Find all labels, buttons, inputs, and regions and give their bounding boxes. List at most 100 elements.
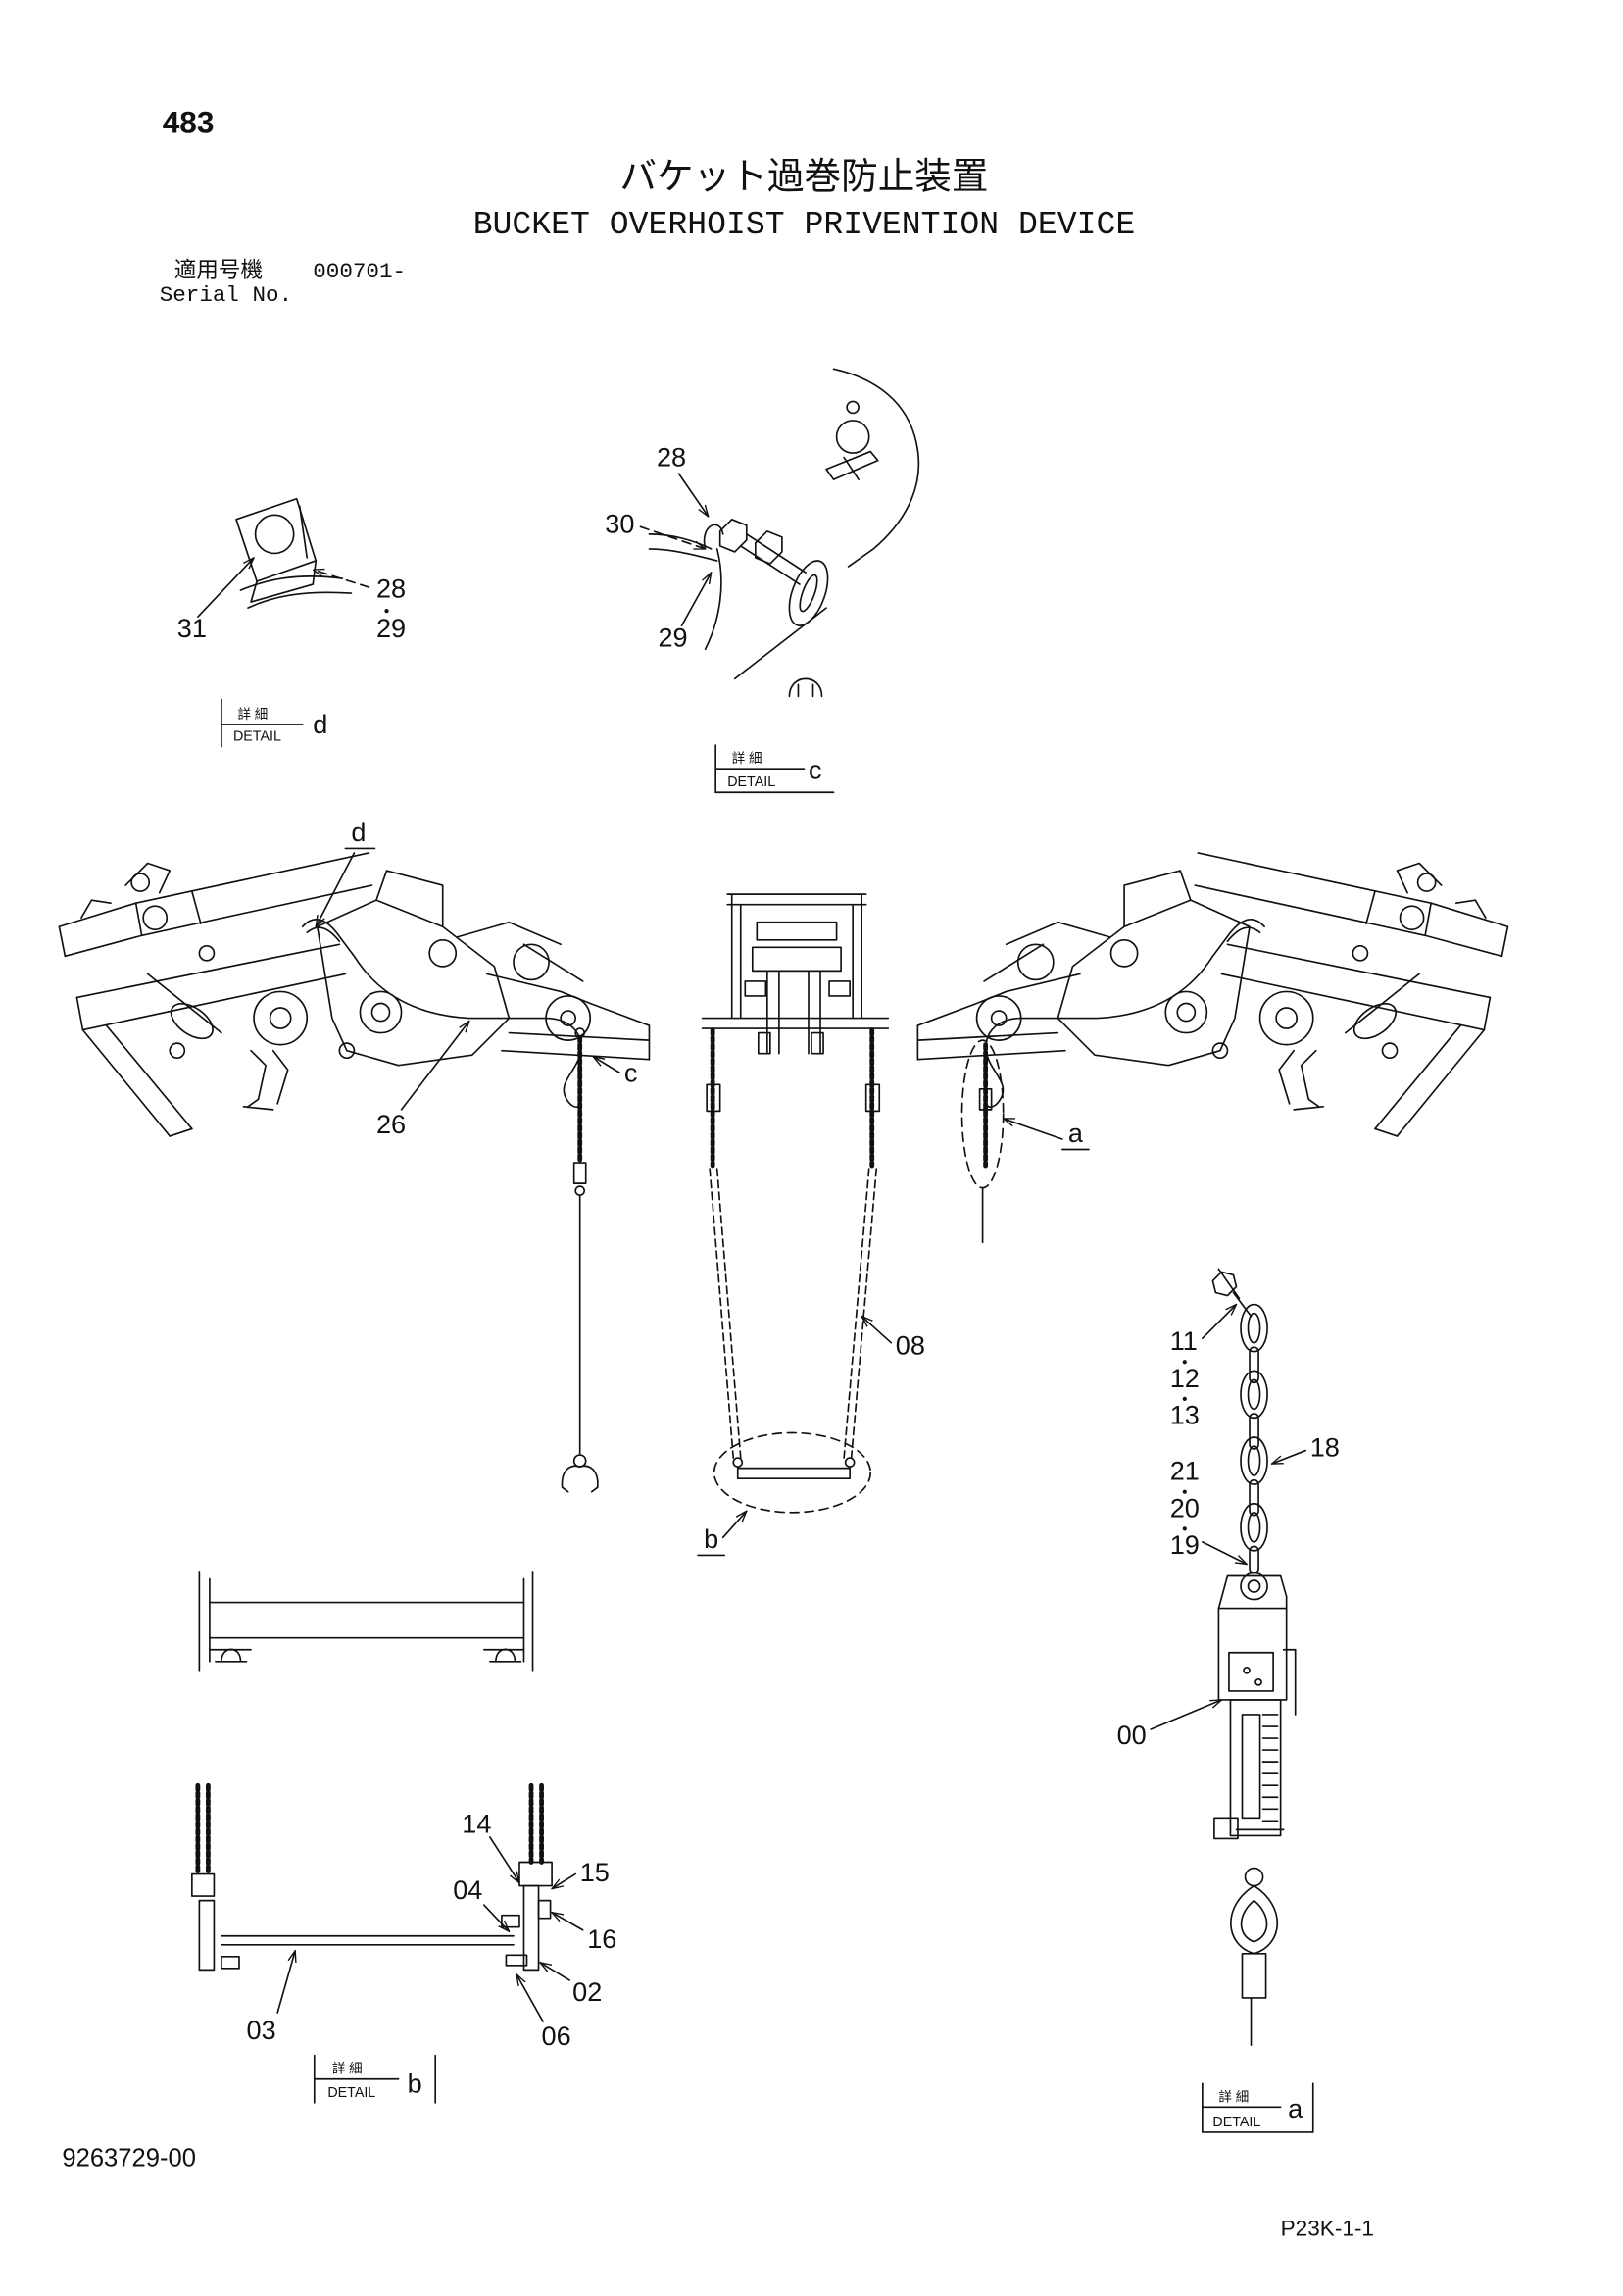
detail-b-leaders: [276, 1836, 584, 2022]
detail-d-drawing-stroke: [239, 575, 344, 591]
detail-a-drawing-stroke: [1247, 1378, 1261, 1411]
left-boom-drawing-stroke: [269, 1007, 292, 1029]
callout-08: 08: [896, 1330, 925, 1361]
detail-b-drawing-stroke: [191, 1872, 216, 1897]
serial-label-japanese: 適用号機: [174, 258, 263, 284]
detail-b-heading-en: DETAIL: [327, 2085, 375, 2101]
callout-03: 03: [247, 2015, 276, 2045]
left-boom-drawing-stroke: [359, 990, 403, 1034]
detail-c-drawing-stroke: [739, 545, 801, 585]
detail-c-drawing: [648, 368, 920, 698]
detail-a-leaders-stroke: [1182, 1526, 1187, 1531]
main-view-leaders-stroke: [400, 1022, 469, 1111]
detail-d-drawing: [235, 497, 353, 609]
detail-a-drawing-stroke: [1230, 1884, 1278, 1955]
left-boom-drawing-stroke: [81, 1028, 172, 1137]
detail-c-drawing-stroke: [648, 533, 713, 550]
callout-04: 04: [453, 1874, 482, 1905]
detail-a-drawing-stroke: [1228, 1651, 1274, 1692]
left-boom-drawing-stroke: [501, 1049, 651, 1061]
left-pendant-wire-and-hook-stroke: [572, 1162, 587, 1184]
detail-c-drawing-stroke: [704, 548, 722, 651]
detail-b-drawing-stroke: [221, 1955, 240, 1970]
lifting-frame-drawing-stroke: [713, 1431, 872, 1514]
detail-a-drawing-stroke: [1247, 1445, 1261, 1476]
callout-29: 29: [658, 622, 687, 652]
main-view-leaders-stroke: [1004, 1118, 1063, 1140]
detail-b-drawing-stroke: [505, 1954, 528, 1967]
detail-a-drawing-stroke: [1241, 1952, 1267, 1999]
detail-a-heading-ja: 詳 細: [1218, 2089, 1249, 2104]
detail-c-drawing-stroke: [825, 450, 879, 480]
callout-28: 28: [657, 442, 686, 473]
detail-a-tag: 詳 細 DETAIL a: [1202, 2082, 1314, 2133]
lifting-frame-drawing-stroke: [864, 1083, 881, 1113]
page-code: P23K-1-1: [1281, 2216, 1374, 2240]
callout-31: 31: [177, 613, 207, 643]
detail-c-drawing-stroke: [835, 420, 870, 454]
detail-b-letter: b: [408, 2068, 422, 2098]
left-boom-drawing-stroke: [169, 1127, 193, 1137]
spreader-bar-front-view-stroke: [221, 1648, 242, 1663]
callout-30: 30: [605, 508, 634, 538]
left-boom-drawing-stroke: [316, 899, 511, 1067]
right-pendant: [960, 1039, 1005, 1244]
right-boom-drawing: [916, 852, 1509, 1137]
detail-a-drawing-stroke: [1240, 1899, 1268, 1943]
lifting-frame-drawing-stroke: [844, 1457, 856, 1468]
detail-a-drawing-stroke: [1243, 1666, 1251, 1674]
lifting-frame-drawing-stroke: [850, 1168, 878, 1459]
left-boom-drawing: [58, 852, 651, 1137]
detail-b-heading-ja: 詳 細: [332, 2062, 363, 2076]
detail-c-drawing-stroke: [846, 400, 860, 415]
page-header: 483 バケット過巻防止装置 BUCKET OVERHOIST PRIVENTI…: [160, 104, 1136, 308]
detail-b-callouts: 14 15 04 16 02 03 06: [247, 1808, 617, 2051]
left-pendant-wire-and-hook-stroke: [572, 1454, 587, 1468]
left-boom-drawing-stroke: [338, 1042, 356, 1060]
lifting-frame-drawing-stroke: [828, 980, 851, 997]
serial-label-english: Serial No.: [160, 282, 292, 308]
detail-b-leaders-stroke: [489, 1836, 519, 1883]
lifting-frame-drawing-stroke: [756, 921, 838, 941]
detail-a-letter: a: [1288, 2093, 1303, 2123]
left-boom-drawing-stroke: [513, 943, 550, 981]
main-view-leaders-stroke: [721, 1511, 747, 1539]
detail-d-leaders-stroke: [197, 558, 254, 618]
detail-c-drawing-stroke: [788, 560, 829, 626]
detail-ref-b: b: [704, 1523, 718, 1554]
callout-18: 18: [1310, 1432, 1340, 1463]
detail-d-drawing-stroke: [247, 591, 353, 609]
callout-21: 21: [1170, 1456, 1200, 1486]
left-boom-drawing-stroke: [170, 1003, 214, 1040]
detail-b-drawing-stroke: [501, 1914, 520, 1928]
detail-a-drawing-stroke: [1249, 1413, 1259, 1450]
detail-a-drawing: [1211, 1268, 1297, 2046]
main-view-callouts: d c a b 26 08: [351, 817, 1083, 1554]
left-boom-drawing-stroke: [486, 973, 651, 1026]
detail-a-drawing-stroke: [1249, 1478, 1259, 1517]
page-footer: 9263729-00 P23K-1-1: [62, 2145, 1374, 2241]
left-boom-drawing-stroke: [253, 990, 309, 1046]
left-boom-drawing-stroke: [81, 973, 347, 1031]
right-pendant-stroke: [978, 1087, 993, 1111]
lifting-frame-drawing-stroke: [811, 1031, 824, 1055]
lifting-frame-drawing-stroke: [709, 1168, 735, 1459]
detail-d-leaders: [197, 558, 389, 618]
lifting-frame-drawing: [701, 893, 890, 1514]
detail-b-drawing-stroke: [537, 1899, 552, 1920]
detail-ref-a: a: [1068, 1118, 1084, 1148]
left-boom-drawing-stroke: [271, 1049, 289, 1105]
callout-28: 28: [376, 574, 406, 604]
serial-range: 000701-: [313, 259, 406, 284]
left-pendant-wire-and-hook-stroke: [574, 1185, 586, 1196]
drawing-number: 9263729-00: [62, 2145, 196, 2172]
detail-c-drawing-stroke: [788, 677, 823, 698]
detail-a-drawing-stroke: [1229, 1699, 1282, 1837]
detail-b-leaders-stroke: [276, 1951, 295, 2014]
callout-20: 20: [1170, 1492, 1200, 1522]
detail-a-drawing-stroke: [1240, 1303, 1268, 1353]
detail-c-tag-stroke: [714, 744, 835, 794]
detail-d-tag: 詳 細 DETAIL d: [221, 698, 327, 748]
detail-c-drawing-stroke: [843, 456, 860, 480]
detail-d-tag-stroke: [221, 698, 304, 748]
